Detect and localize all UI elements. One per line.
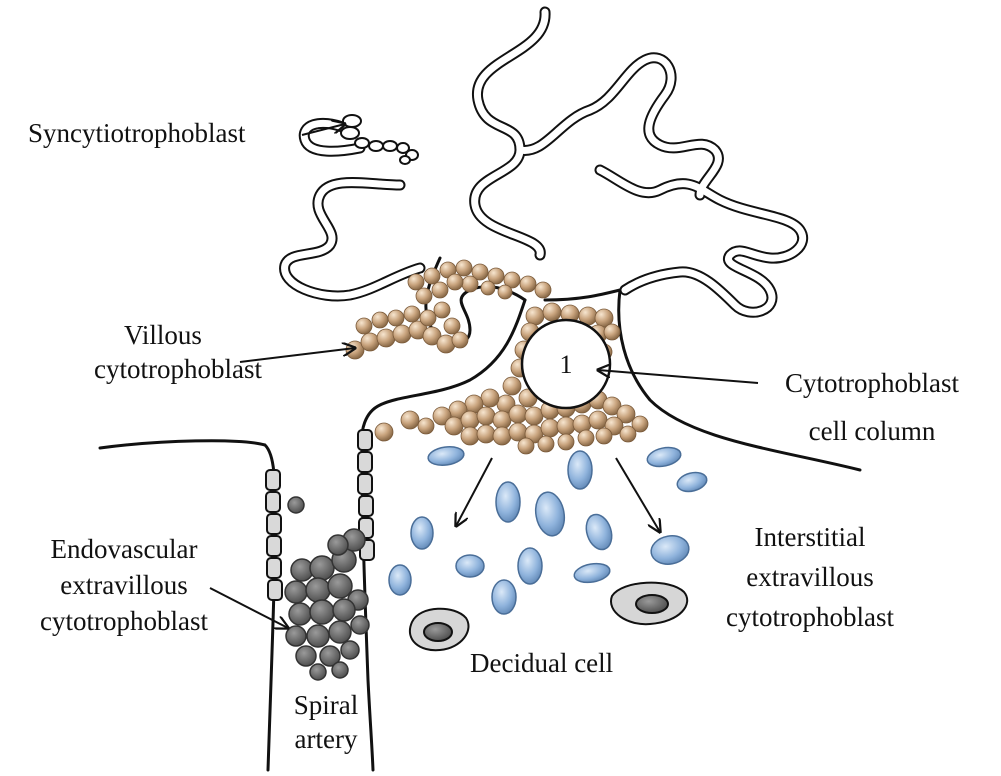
label-endovascular-line1: Endovascular	[14, 532, 234, 566]
cell-column-marker: 1	[522, 320, 610, 408]
label-spiral-line2: artery	[276, 722, 376, 756]
syncytiotrophoblast-cells	[341, 115, 418, 164]
decidual-cells	[410, 583, 687, 651]
endovascular-cell-cluster	[285, 497, 369, 680]
label-spiral-line1: Spiral	[276, 688, 376, 722]
villous-tree-outline	[285, 12, 803, 312]
label-column-line2: cell column	[762, 414, 982, 448]
arrow-interstitial-left	[456, 458, 492, 526]
label-villous-line1: Villous	[78, 318, 248, 352]
villous-tree-inner	[285, 12, 803, 312]
label-interstitial-line2: extravillous	[700, 560, 920, 594]
marker-number: 1	[560, 350, 573, 379]
label-villous-line2: cytotrophoblast	[78, 352, 278, 386]
label-column-line1: Cytotrophoblast	[762, 366, 982, 400]
arrow-cell-column	[598, 370, 758, 383]
arrow-interstitial-right	[616, 458, 660, 532]
label-syncytiotrophoblast: Syncytiotrophoblast	[28, 116, 246, 150]
label-interstitial-line3: cytotrophoblast	[700, 600, 920, 634]
label-decidual-cell: Decidual cell	[470, 646, 613, 680]
label-endovascular-line3: cytotrophoblast	[14, 604, 234, 638]
label-interstitial-line1: Interstitial	[700, 520, 920, 554]
label-endovascular-line2: extravillous	[14, 568, 234, 602]
artery-lining-left	[266, 470, 282, 600]
